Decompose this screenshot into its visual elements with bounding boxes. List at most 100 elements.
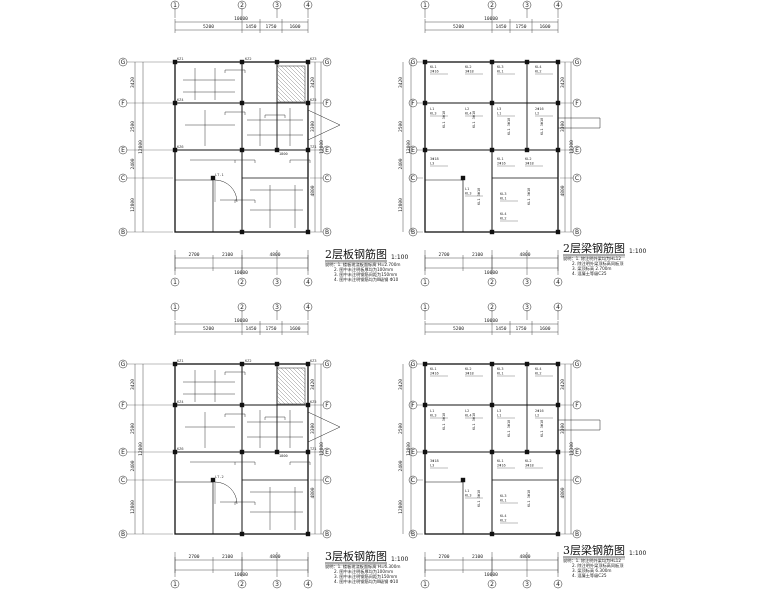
beam-label: L1 [497,414,501,418]
beam-label: 2Φ16 [535,409,544,413]
axis-label-top: 4 [306,304,310,311]
axis-label-left: F [121,100,125,107]
dim-span-top: 1750 [515,326,526,332]
beam-label: L1 [430,107,434,111]
axis-bubble-4 [553,277,563,287]
axis-label-right: C [575,175,579,182]
dim-total-top: 10000 [234,16,248,22]
axis-label-bottom: 4 [306,581,310,588]
column-kz [555,531,561,537]
dim-total-bottom: 10000 [234,270,248,276]
dim-span-top: 1450 [495,326,506,332]
beam-label-vertical: KL1 3Φ18 [442,111,446,128]
axis-label-bottom: 2 [490,581,494,588]
axis-label-bottom: 4 [306,279,310,286]
column-kz [239,100,245,106]
column-kz [524,59,530,65]
beam-label-vertical: KL1 3Φ18 [477,188,481,205]
cantilever-line [307,109,341,126]
hatch-line [300,65,306,71]
column-kz [489,229,495,235]
column-kz [305,531,311,537]
column-kz [422,361,428,367]
axis-label-right: F [325,100,329,107]
hatch-line [276,81,298,103]
beam-label: KL2 [500,217,507,221]
dim-span-right: 4800 [560,185,566,196]
member-label: KZ4 [177,98,184,102]
hatch-line [276,383,298,405]
axis-label-right: F [325,402,329,409]
dim-span-right: 4800 [560,487,566,498]
dim-span-bottom: 4800 [269,554,280,560]
beam-label: KL3 [465,192,472,196]
hatch-line [280,367,306,393]
axis-bubble-2 [487,0,497,10]
axis-label-left: B [411,229,415,236]
dim-span-bottom: 2700 [438,554,449,560]
column-kz [305,147,311,153]
column-kz [239,402,245,408]
dim-span-top: 5200 [453,24,464,30]
axis-label-right: E [325,147,329,154]
axis-bubble-3 [522,0,532,10]
note-line: 4. 图中未注明钢筋均为Ⅲ级钢 Φ10 [334,276,399,283]
axis-bubble-1 [170,579,180,589]
column-kz [239,147,245,153]
dim-total-top: 10000 [484,318,498,324]
hatch-line [276,69,306,99]
dim-span-bottom: 2100 [222,554,233,560]
axis-label-right: G [325,59,330,66]
member-label: KZ3 [310,359,317,363]
dim-span-bottom: 2100 [222,252,233,258]
hatch-line [288,367,306,385]
axis-label-right: E [325,449,329,456]
axis-label-bottom: 4 [556,279,560,286]
axis-bubble-2 [237,579,247,589]
column-kz [489,449,495,455]
axis-label-top: 4 [306,2,310,9]
dim-span-right: 3420 [560,379,566,390]
column-kz [489,59,495,65]
axis-bubble-1 [420,302,430,312]
axis-label-top: 1 [423,2,427,9]
axis-bubble-3 [272,0,282,10]
column-kz [172,402,178,408]
dim-span-left: 2400 [398,460,404,471]
dim-span-bottom: 2100 [472,252,483,258]
axis-label-bottom: 1 [173,581,177,588]
dim-total-right: 13300 [569,140,575,154]
note-line: 4. 混凝土等级C25 [572,270,607,277]
beam-label: KL4 [500,514,507,518]
drawing-scale: 1:100 [629,550,646,557]
axis-label-left: G [121,59,126,66]
beam-label: L2 [535,112,539,116]
axis-bubble-1 [170,302,180,312]
column-kz [555,147,561,153]
beam-label: KL4 [535,367,542,371]
door-arc [214,481,238,505]
beam-label: KL3 [497,367,504,371]
beam-label: L2 [465,409,469,413]
column-kz [305,361,311,367]
dim-span-top: 1750 [265,24,276,30]
axis-label-bottom: 1 [173,279,177,286]
member-label: KZ2 [245,57,252,61]
column-kz [305,402,311,408]
hatch-line [276,395,286,405]
drawing-title: 3层梁钢筋图 [563,543,625,557]
beam-label: KL1 [497,459,504,463]
axis-label-right: B [575,229,579,236]
note-line: 3. 图中未注明钢筋间距为150mm [334,271,397,278]
dim-span-left: 12800 [398,198,404,212]
beam-label: 2Φ16 [497,162,506,166]
axis-label-left: F [411,100,415,107]
axis-bubble-3 [522,302,532,312]
column-kz [305,59,311,65]
axis-label-right: C [325,175,329,182]
beam-label: KL1 [497,157,504,161]
dim-span-left: 2500 [130,423,136,434]
axis-bubble-4 [553,0,563,10]
note-line: 2. 图中未注明板厚均为100mm [334,568,393,575]
